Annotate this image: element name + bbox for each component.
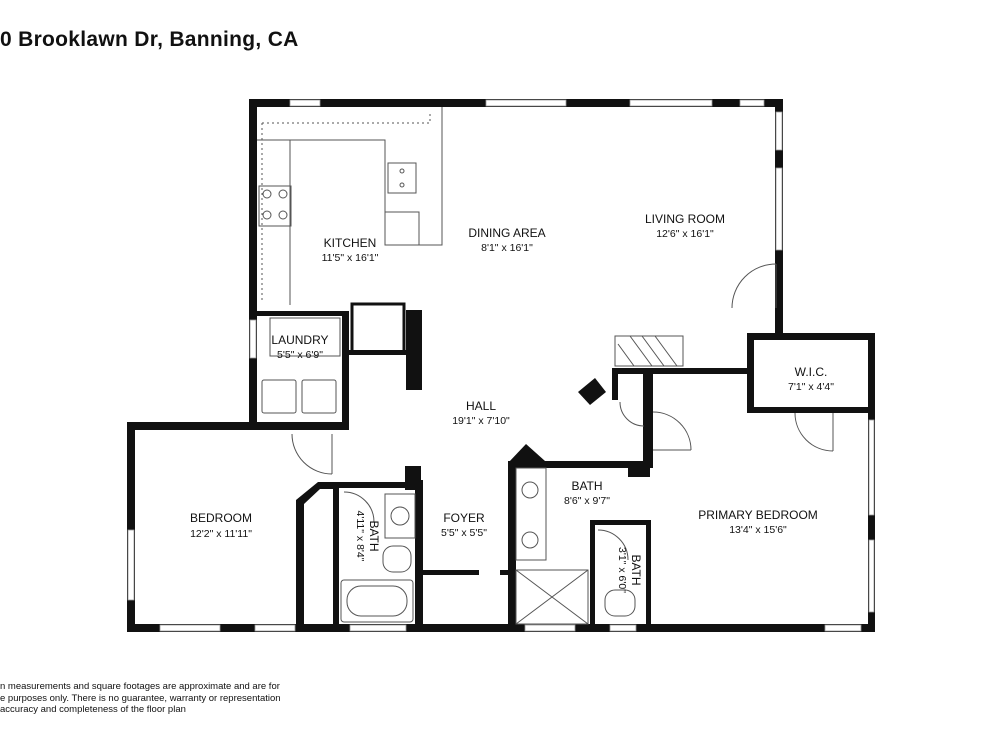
- disclaimer-line: accuracy and completeness of the floor p…: [0, 704, 186, 715]
- kitchen-label: KITCHEN: [324, 236, 377, 250]
- hall-dims: 19'1" x 7'10": [452, 415, 510, 427]
- bath-main-dims: 8'6" x 9'7": [564, 495, 610, 507]
- laundry-label: LAUNDRY: [271, 333, 328, 347]
- kitchen-dims: 11'5" x 16'1": [322, 252, 379, 264]
- exterior-walls: [127, 99, 875, 632]
- bath-fixtures: [340, 467, 636, 625]
- kitchen-fixtures: [257, 107, 684, 414]
- dining-label: DINING AREA: [468, 226, 545, 240]
- windows: [127, 99, 875, 632]
- primary-label: PRIMARY BEDROOM: [698, 508, 818, 522]
- foyer-label: FOYER: [443, 511, 485, 525]
- page-title: 0 Brooklawn Dr, Banning, CA: [0, 28, 299, 51]
- bath-primary-label: BATH: [629, 554, 643, 585]
- dining-dims: 8'1" x 16'1": [481, 242, 533, 254]
- living-label: LIVING ROOM: [645, 212, 725, 226]
- wic-dims: 7'1" x 4'4": [788, 381, 834, 393]
- doors: [291, 263, 834, 561]
- hall-label: HALL: [466, 399, 496, 413]
- interior-walls: [257, 302, 875, 631]
- wic-label: W.I.C.: [795, 365, 828, 379]
- bath-primary-dims: 3'1" x 6'0": [616, 547, 628, 593]
- bath-main-label: BATH: [571, 479, 602, 493]
- laundry-dims: 5'5" x 6'9": [277, 349, 323, 361]
- foyer-dims: 5'5" x 5'5": [441, 527, 487, 539]
- primary-dims: 13'4" x 15'6": [729, 524, 787, 536]
- living-dims: 12'6" x 16'1": [656, 228, 714, 240]
- disclaimer: n measurements and square footages are a…: [0, 681, 281, 716]
- disclaimer-line: e purposes only. There is no guarantee, …: [0, 692, 281, 704]
- bath-hall-dims: 4'11" x 8'4": [354, 511, 366, 562]
- bedroom-label: BEDROOM: [190, 511, 252, 525]
- bedroom-dims: 12'2" x 11'11": [190, 528, 252, 540]
- disclaimer-line: n measurements and square footages are a…: [0, 681, 280, 692]
- bath-hall-label: BATH: [367, 520, 381, 551]
- room-labels: KITCHEN 11'5" x 16'1" DINING AREA 8'1" x…: [190, 212, 834, 593]
